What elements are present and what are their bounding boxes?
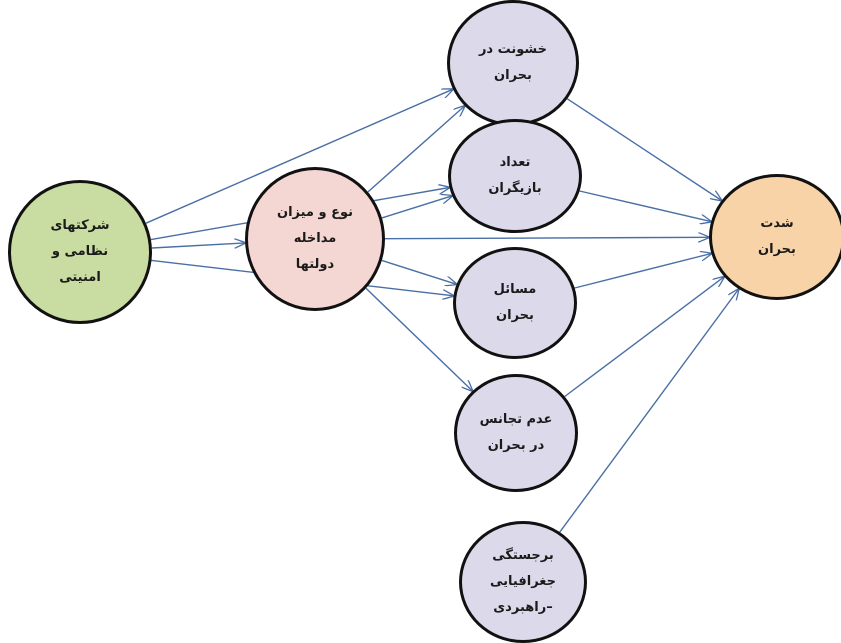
node-crisis-severity: شدت بحران [709, 174, 841, 300]
edge-issues-to-severity [574, 254, 712, 289]
node-crisis-violence: خشونت در بحران [447, 0, 579, 126]
node-crisis-issues-label: مسائل بحران [493, 282, 537, 323]
edge-geo-to-severity [559, 289, 739, 533]
node-government-intervention: نوع و میزان مداخله دولتها [245, 167, 385, 311]
node-number-of-actors-label: تعداد بازیگران [488, 155, 542, 196]
node-crisis-violence-label: خشونت در بحران [478, 42, 548, 83]
edge-intervention-to-issues [381, 259, 457, 284]
node-military-companies: شرکتهای نظامی و امنیتی [8, 180, 152, 324]
node-military-companies-label: شرکتهای نظامی و امنیتی [50, 218, 110, 285]
node-geostrategic-salience-label: برجستگی جغرافیایی –راهبردی [490, 548, 556, 615]
edge-military_companies-to-violence [145, 89, 453, 224]
edge-intervention-to-actors [381, 196, 452, 219]
edge-actors-to-severity [579, 190, 712, 222]
node-geostrategic-salience: برجستگی جغرافیایی –راهبردی [459, 521, 587, 643]
node-government-intervention-label: نوع و میزان مداخله دولتها [276, 205, 354, 272]
node-crisis-heterogeneity: عدم تجانس در بحران [454, 374, 578, 492]
node-number-of-actors: تعداد بازیگران [448, 119, 582, 233]
edge-intervention-to-severity [384, 237, 709, 238]
edge-heterogeneity-to-severity [564, 277, 725, 398]
node-crisis-heterogeneity-label: عدم تجانس در بحران [479, 412, 553, 453]
node-crisis-issues: مسائل بحران [453, 247, 577, 359]
edge-intervention-to-heterogeneity [365, 287, 473, 391]
node-crisis-severity-label: شدت بحران [758, 216, 796, 257]
edge-intervention-to-violence [367, 106, 465, 193]
edge-violence-to-severity [566, 98, 721, 201]
edge-military_companies-to-intervention [151, 243, 245, 249]
